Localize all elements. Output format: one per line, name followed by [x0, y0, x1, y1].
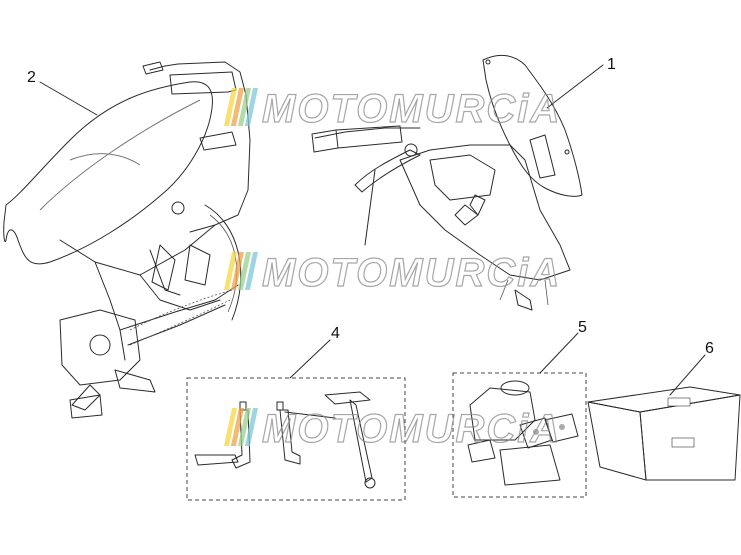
callout-seat: 2 — [27, 69, 36, 86]
callout-box: 6 — [705, 340, 714, 357]
watermark-stripe — [223, 252, 237, 290]
watermark-stripe — [237, 408, 251, 446]
watermark: MOTOMURCiA — [223, 406, 561, 452]
watermark-stripe — [223, 88, 237, 126]
watermark-text: MOTOMURCiA — [262, 251, 561, 295]
watermark-text: MOTOMURCiA — [262, 407, 561, 451]
seat-part — [3, 81, 213, 265]
watermark: MOTOMURCiA — [223, 86, 561, 132]
callout-stands: 4 — [331, 325, 340, 342]
motorcycle-front-illustration — [311, 125, 571, 311]
watermark-text: MOTOMURCiA — [262, 87, 561, 131]
watermark-stripe — [230, 252, 244, 290]
callout-windscreen: 1 — [607, 56, 616, 73]
callout-alarm: 5 — [578, 319, 587, 336]
watermark-stripe — [244, 252, 258, 290]
watermark-stripe — [237, 88, 251, 126]
watermark: MOTOMURCiA — [223, 250, 561, 296]
watermark-group: MOTOMURCiA MOTOMURCiA MOTOMURCiA — [223, 86, 561, 452]
leader-lines — [39, 64, 706, 396]
motorcycle-rear-illustration — [59, 61, 251, 419]
stands-kit-part — [186, 377, 406, 501]
watermark-stripe — [244, 408, 258, 446]
watermark-stripe — [230, 88, 244, 126]
watermark-stripe — [230, 408, 244, 446]
alarm-kit-part — [452, 372, 587, 498]
box-part — [587, 386, 741, 481]
windscreen-part — [482, 54, 583, 197]
watermark-stripe — [223, 408, 237, 446]
watermark-stripe — [237, 252, 251, 290]
watermark-stripe — [244, 88, 258, 126]
